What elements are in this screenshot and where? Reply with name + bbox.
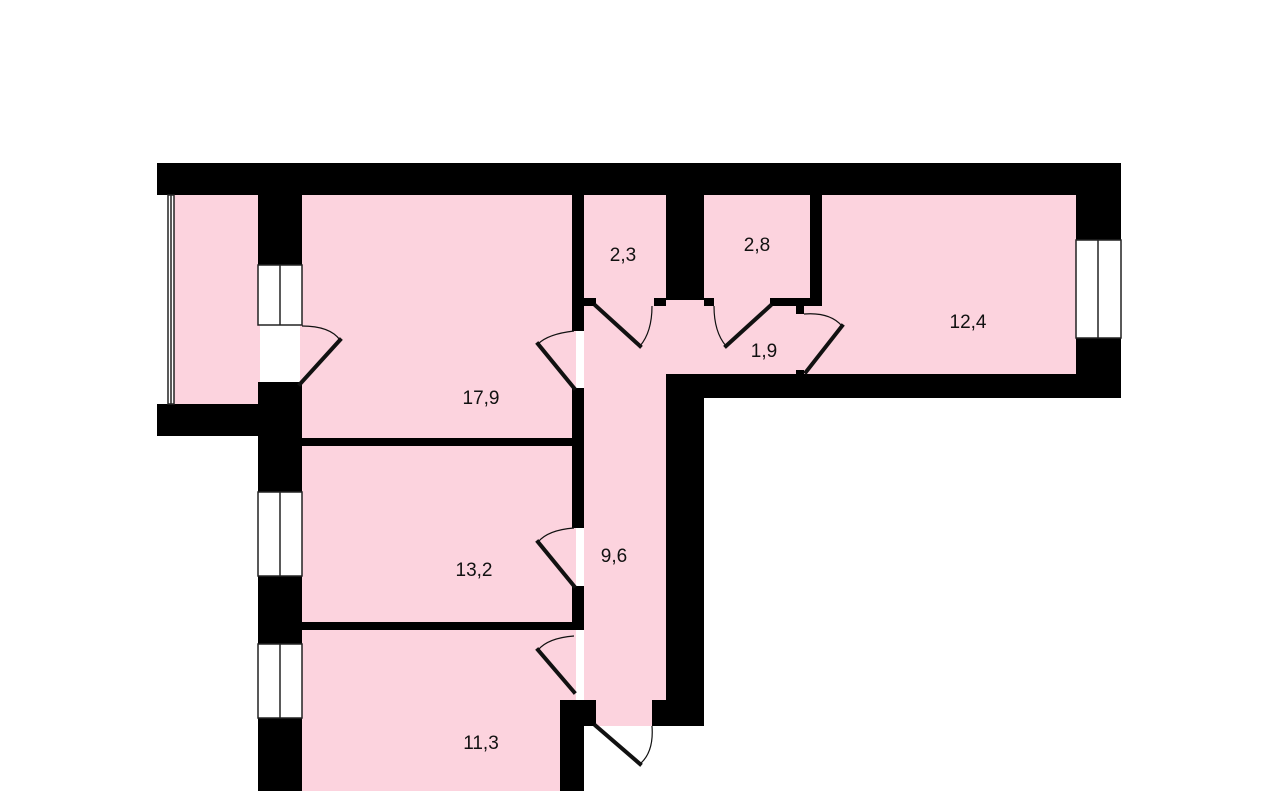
corridor-area: 1,9 — [751, 341, 777, 362]
door-entrance — [593, 723, 653, 767]
wall-living-left — [258, 195, 302, 265]
wall-bath-left-stub — [584, 298, 596, 306]
wall-bed1-hall-a — [572, 446, 584, 528]
outer-wall-kitchen-bottom — [666, 374, 1121, 398]
window-balcony-door — [257, 264, 303, 326]
door-toilet — [713, 303, 773, 349]
wall-bed1-bed2 — [302, 622, 574, 630]
wall-left-main — [258, 382, 302, 492]
wall-entrance-right — [652, 716, 704, 726]
outer-wall-top — [157, 163, 1121, 195]
bedroom2-area: 11,3 — [463, 733, 499, 754]
wall-left-pier — [258, 576, 302, 644]
kitchen-fill — [820, 194, 1076, 374]
window-bedroom1 — [257, 491, 303, 577]
bathroom-area: 2,3 — [610, 245, 636, 266]
wall-toilet-left-stub — [704, 298, 714, 306]
corridor-fill — [584, 300, 824, 374]
window-balcony — [167, 194, 175, 405]
door-kitchen — [803, 313, 845, 375]
wall-left-bottom — [258, 718, 302, 791]
bedroom1-area: 13,2 — [456, 560, 493, 581]
kitchen-area: 12,4 — [950, 312, 987, 333]
bedroom1-fill — [300, 446, 576, 622]
wall-kitchen-door-stub-top — [796, 306, 804, 314]
toilet-fill — [704, 194, 810, 304]
wall-bed1-hall-b — [572, 586, 584, 630]
bathroom-fill — [584, 194, 666, 304]
doors — [297, 303, 845, 767]
door-bedroom1 — [535, 527, 577, 589]
wall-toilet-right — [810, 195, 822, 306]
living-room-fill — [300, 194, 576, 438]
door-bedroom2 — [535, 635, 577, 695]
living-room-area: 17,9 — [463, 388, 500, 409]
hallway-fill — [584, 370, 666, 726]
wall-living-bed1 — [302, 438, 574, 446]
balcony-fill — [168, 194, 260, 404]
wall-living-hall-lower — [572, 388, 584, 446]
window-bedroom2 — [257, 643, 303, 719]
wall-living-hall-upper — [572, 195, 584, 331]
bedroom2-fill — [300, 630, 576, 791]
room-fills — [168, 194, 1076, 791]
door-bathroom — [593, 303, 653, 349]
balcony-wall-bottom — [157, 404, 302, 436]
door-living-room — [535, 330, 577, 391]
wall-kitchen-door-stub-bottom — [796, 370, 804, 376]
door-balcony — [297, 325, 343, 387]
toilet-area: 2,8 — [744, 235, 770, 256]
hallway-area: 9,6 — [601, 546, 627, 567]
area-labels: 17,9 13,2 11,3 9,6 2,3 2,8 1,9 12,4 — [456, 235, 987, 754]
windows — [167, 194, 1122, 719]
window-kitchen — [1075, 239, 1122, 339]
inner-wall-hallway-right — [666, 374, 704, 726]
wall-toilet-bottom — [770, 298, 822, 306]
wall-bath-right — [654, 298, 666, 306]
wall-entrance-left — [560, 700, 596, 726]
inner-wall-bath-toilet — [666, 195, 704, 300]
